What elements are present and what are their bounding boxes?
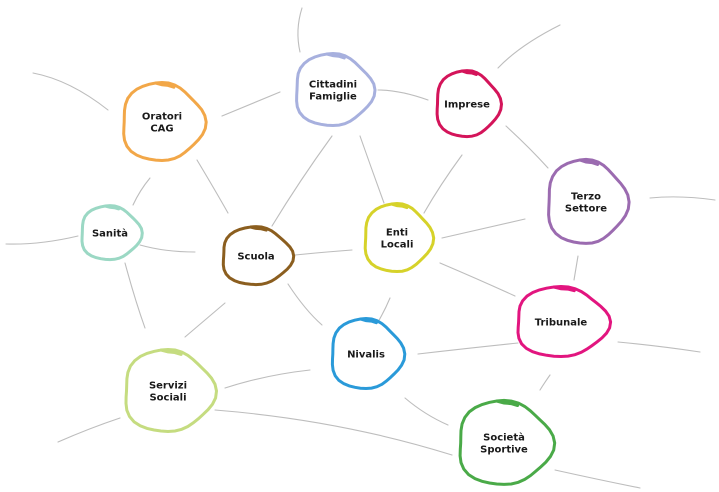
connection-line: [57, 417, 121, 443]
node-imprese: Imprese: [435, 69, 504, 139]
connection-line: [124, 262, 146, 329]
connection-lines: [5, 7, 716, 489]
connection-line: [132, 177, 151, 206]
connection-line: [497, 24, 561, 69]
node-ring: [547, 157, 631, 245]
node-label: Scuola: [237, 252, 274, 263]
node-label: Locali: [381, 240, 414, 251]
node-label: Tribunale: [535, 318, 588, 329]
node-label: Cittadini: [309, 80, 357, 91]
node-ring: [458, 398, 557, 486]
node-label: Nivalis: [347, 350, 385, 361]
node-ring: [435, 69, 504, 139]
connection-line: [139, 244, 196, 253]
connection-line: [184, 302, 226, 338]
node-label: Imprese: [444, 100, 490, 111]
connection-line: [214, 409, 453, 456]
node-tribunale: Tribunale: [516, 284, 613, 359]
connection-line: [271, 135, 333, 227]
connection-line: [32, 72, 109, 111]
connection-line: [539, 374, 551, 391]
node-ring: [330, 316, 407, 391]
connection-line: [404, 397, 449, 426]
node-ring: [80, 204, 144, 262]
node-ring: [221, 225, 296, 287]
connection-line: [417, 342, 519, 355]
node-label: Oratori: [142, 112, 182, 123]
connection-line: [5, 235, 79, 245]
connection-line: [377, 89, 429, 101]
node-label: Sanità: [92, 228, 128, 240]
node-label: Sociali: [149, 393, 186, 404]
connection-line: [224, 369, 311, 389]
node-nivalis: Nivalis: [330, 316, 407, 391]
node-label: Servizi: [149, 381, 187, 392]
node-label: Famiglie: [309, 92, 357, 103]
connection-line: [423, 154, 463, 214]
connection-line: [294, 249, 353, 256]
connection-line: [573, 255, 579, 281]
connection-line: [554, 469, 641, 489]
connection-line: [441, 218, 526, 239]
connection-line: [297, 7, 303, 53]
connection-line: [196, 159, 229, 214]
node-label: CAG: [150, 124, 173, 135]
node-label: Terzo: [571, 192, 601, 203]
node-ring: [516, 284, 613, 359]
connection-line: [359, 135, 385, 204]
node-ring: [295, 51, 377, 128]
node-ring: [363, 201, 436, 274]
node-label: Sportive: [480, 445, 528, 456]
connection-line: [649, 196, 716, 201]
node-label: Società: [483, 432, 525, 444]
node-label: Settore: [565, 204, 607, 215]
node-ring: [122, 80, 208, 163]
node-scuola: Scuola: [221, 225, 296, 287]
diagram-nodes: CittadiniFamiglieOratoriCAGImpreseTerzoS…: [80, 51, 631, 486]
node-ring: [124, 347, 219, 434]
node-label: Enti: [386, 228, 408, 239]
connection-line: [221, 91, 281, 117]
connection-line: [439, 262, 516, 297]
connection-line: [287, 283, 323, 326]
node-sanita: Sanità: [80, 204, 144, 262]
connection-line: [617, 341, 701, 353]
connection-line: [377, 297, 391, 323]
connection-line: [505, 125, 549, 169]
